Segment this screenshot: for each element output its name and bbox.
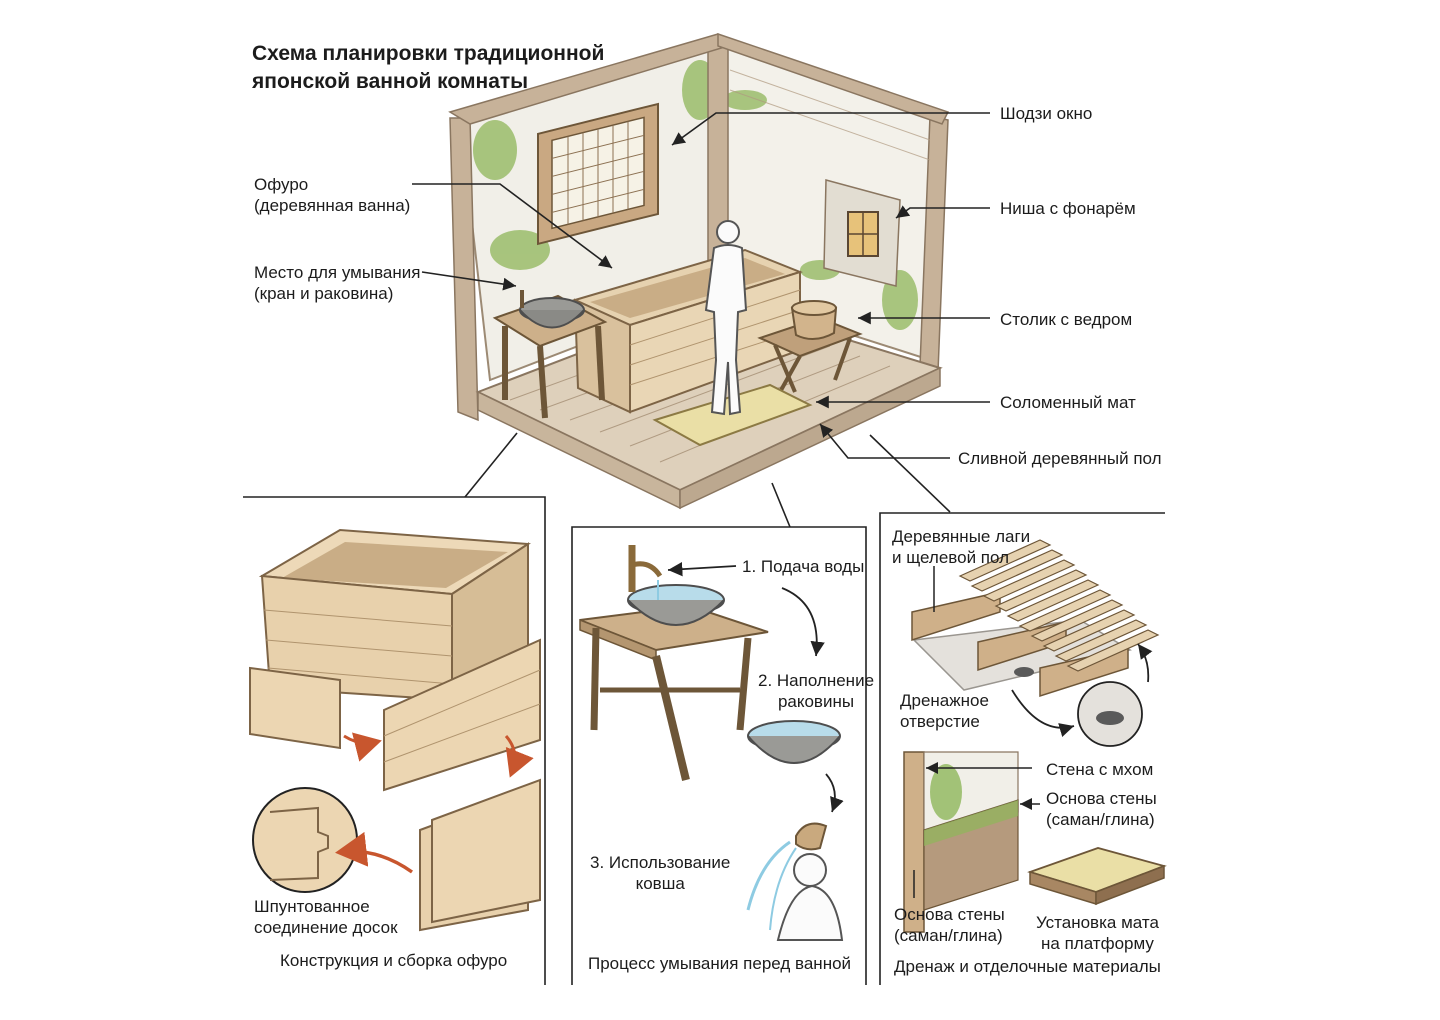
label-joists-slatted-floor: Деревянные лаги и щелевой пол <box>892 526 1030 568</box>
label-step-water-supply: 1. Подача воды <box>742 557 865 576</box>
label-ofuro: Офуро (деревянная ванна) <box>254 174 410 216</box>
title-line-2: японской ванной комнаты <box>252 70 529 93</box>
label-drain-hole: Дренажное отверстие <box>900 690 989 732</box>
label-shoji-window: Шодзи окно <box>1000 104 1093 123</box>
caption-wash-process: Процесс умывания перед ванной <box>588 954 852 973</box>
label-mat-platform: Установка мата на платформу <box>1036 912 1159 954</box>
leader-wash <box>421 271 517 291</box>
lantern-niche <box>823 179 901 287</box>
wash-process-illustration <box>579 545 844 941</box>
leader-shoji <box>671 112 990 146</box>
main-leaders <box>412 112 990 459</box>
diagram-title: Схема планировки традиционной японской в… <box>252 40 604 96</box>
panel-frames <box>243 496 1165 985</box>
label-wall-base-right-line1: Основа стены <box>1046 789 1157 808</box>
wash-stand <box>492 290 608 419</box>
label-mat-platform-line1: Установка мата <box>1036 913 1159 932</box>
caption-ofuro-assembly: Конструкция и сборка офуро <box>280 951 508 970</box>
label-step-ladle: 3. Использование ковша <box>590 852 730 894</box>
leader-niche <box>895 205 990 219</box>
label-tongue-groove: Шпунтованное соединение досок <box>254 896 398 938</box>
label-moss-wall: Стена с мхом <box>1046 760 1154 779</box>
label-joists-line1: Деревянные лаги <box>892 527 1031 546</box>
label-joists-line2: и щелевой пол <box>892 548 1009 567</box>
label-ofuro-line2: (деревянная ванна) <box>254 196 411 215</box>
caption-drainage: Дренаж и отделочные материалы <box>894 957 1161 976</box>
label-tongue-groove-line2: соединение досок <box>254 918 398 937</box>
stool-with-bucket <box>757 300 863 393</box>
label-drain-hole-line2: отверстие <box>900 712 980 731</box>
label-drain-floor: Сливной деревянный пол <box>958 449 1162 468</box>
label-wash-line1: Место для умывания <box>254 263 421 282</box>
label-ofuro-line1: Офуро <box>254 175 309 194</box>
label-tongue-groove-line1: Шпунтованное <box>254 897 370 916</box>
label-stool-bucket: Столик с ведром <box>1000 310 1133 329</box>
label-step2-line2: раковины <box>777 692 855 711</box>
room-frame <box>448 32 950 422</box>
person-figure <box>704 220 748 416</box>
label-straw-mat: Соломенный мат <box>1000 393 1136 412</box>
drainage-illustration <box>903 539 1167 933</box>
label-wash-line2: (кран и раковина) <box>254 284 394 303</box>
label-wall-base-left: Основа стены (саман/глина) <box>894 904 1005 946</box>
label-step-fill-basin: 2. Наполнение раковины <box>758 670 874 712</box>
label-wall-base-left-line2: (саман/глина) <box>894 926 1003 945</box>
label-wall-base-right-line2: (саман/глина) <box>1046 810 1155 829</box>
leader-floor <box>819 423 950 459</box>
panel-connectors <box>464 432 951 528</box>
label-mat-platform-line2: на платформу <box>1041 934 1154 953</box>
title-line-1: Схема планировки традиционной <box>252 42 605 65</box>
label-wall-base-left-line1: Основа стены <box>894 905 1005 924</box>
label-wash-area: Место для умывания (кран и раковина) <box>254 262 420 304</box>
label-step3-line1: 3. Использование <box>590 853 731 872</box>
bathroom-room <box>448 32 950 510</box>
leader-ofuro <box>412 183 613 269</box>
shoji-window <box>537 102 659 246</box>
label-step3-line2: ковша <box>635 874 685 893</box>
label-drain-hole-line1: Дренажное <box>900 691 989 710</box>
label-step2-line1: 2. Наполнение <box>758 671 875 690</box>
ofuro-assembly-illustration <box>249 528 541 932</box>
label-wall-base-right: Основа стены (саман/глина) <box>1046 788 1157 830</box>
label-lantern-niche: Ниша с фонарём <box>1000 199 1136 218</box>
